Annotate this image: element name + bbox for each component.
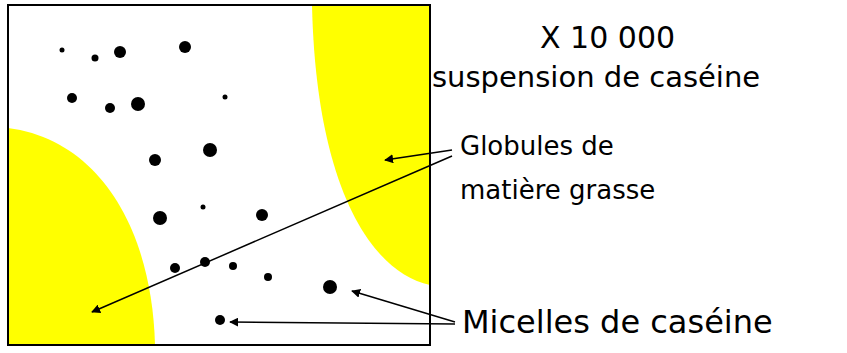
micelle-dot [170, 263, 180, 273]
micelle-dot [256, 209, 268, 221]
field-background [8, 5, 430, 345]
fat-globule [312, 5, 430, 285]
micelle-dot [67, 93, 77, 103]
part-label: Globules de matière grasse [460, 124, 665, 212]
magnification-label: X 10 000 [540, 20, 675, 56]
micelle-dot [60, 48, 65, 53]
micelle-dot [105, 103, 115, 113]
leader-line [385, 150, 452, 160]
micelle-dot [179, 41, 191, 53]
leader-lines [92, 150, 455, 324]
part-label: Micelles de caséine [462, 303, 773, 341]
leader-line [92, 156, 452, 312]
micelle-dot [131, 97, 145, 111]
micelle-dot [229, 262, 237, 270]
casein-micelles [60, 41, 338, 325]
micelle-dot [223, 95, 228, 100]
micelle-dot [215, 315, 225, 325]
fat-globule [8, 128, 155, 345]
micelle-dot [201, 205, 206, 210]
micelle-dot [153, 211, 167, 225]
micelle-dot [149, 154, 161, 166]
leader-line [352, 291, 455, 322]
micelle-dot [264, 273, 272, 281]
micelle-dot [203, 143, 217, 157]
leader-line [230, 322, 455, 324]
micelle-dot [92, 55, 99, 62]
micelle-dot [114, 46, 126, 58]
sample-label: suspension de caséine [432, 60, 760, 95]
field-frame [8, 5, 430, 345]
micelle-dot [323, 280, 337, 294]
